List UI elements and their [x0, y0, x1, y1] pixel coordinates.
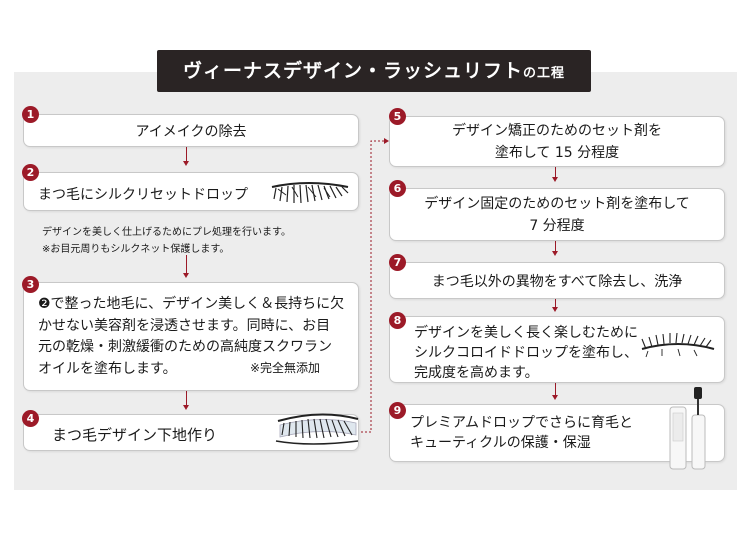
step-6-text: デザイン固定のためのセット剤を塗布して 7 分程度	[424, 195, 690, 234]
step-3-number: 3	[22, 276, 39, 293]
step-9-box: プレミアムドロップでさらに育毛と キューティクルの保護・保湿	[389, 387, 725, 470]
step-2-number: 2	[22, 164, 39, 181]
step-1-number: 1	[22, 106, 39, 123]
step-6-box: デザイン固定のためのセット剤を塗布して 7 分程度	[389, 188, 725, 241]
serum-bottle-illustration	[669, 387, 706, 470]
step-8-text: デザインを美しく長く楽しむために シルクコロイドドロップを塗布し、 完成度を高め…	[414, 325, 638, 381]
step-2-text: まつ毛にシルクリセットドロップ	[38, 187, 248, 203]
step-7-box: まつ毛以外の異物をすべて除去し、洗浄	[389, 262, 725, 299]
step-1-text: アイメイクの除去	[135, 123, 247, 140]
finished-lash-illustration	[641, 332, 715, 358]
additive-free-tag: ※完全無添加	[250, 361, 321, 375]
page-title: ヴィーナスデザイン・ラッシュリフトの工程	[157, 50, 591, 92]
step-2-note-2: ※お目元周りもシルクネット保護します。	[42, 244, 230, 255]
step-5-text: デザイン矯正のためのセット剤を 塗布して 15 分程度	[452, 122, 662, 161]
step-9-number: 9	[389, 402, 406, 419]
step-5-box: デザイン矯正のためのセット剤を 塗布して 15 分程度	[389, 116, 725, 167]
step-4-text: まつ毛デザイン下地作り	[52, 426, 218, 444]
step-2-box: まつ毛にシルクリセットドロップ	[23, 172, 359, 211]
step-8-box: デザインを美しく長く楽しむために シルクコロイドドロップを塗布し、 完成度を高め…	[389, 316, 725, 383]
step-1-box: アイメイクの除去	[23, 114, 359, 147]
step-9-text: プレミアムドロップでさらに育毛と キューティクルの保護・保湿	[410, 415, 634, 451]
step-7-text: まつ毛以外の異物をすべて除去し、洗浄	[431, 273, 683, 290]
step-4-number: 4	[22, 410, 39, 427]
step-5-number: 5	[389, 108, 406, 125]
eyelash-illustration	[271, 182, 349, 204]
step-2-note-1: デザインを美しく仕上げるためにプレ処理を行います。	[42, 227, 291, 238]
step-8-number: 8	[389, 312, 406, 329]
step-7-number: 7	[389, 254, 406, 271]
step-3-text: ❷で整った地毛に、デザイン美しく＆長持ちに欠 かせない美容剤を浸透させます。同時…	[38, 296, 345, 377]
step-4-box: まつ毛デザイン下地作り	[23, 413, 359, 451]
step-6-number: 6	[389, 180, 406, 197]
lash-base-illustration	[275, 413, 359, 445]
step-3-box: ❷で整った地毛に、デザイン美しく＆長持ちに欠 かせない美容剤を浸透させます。同時…	[23, 282, 359, 391]
